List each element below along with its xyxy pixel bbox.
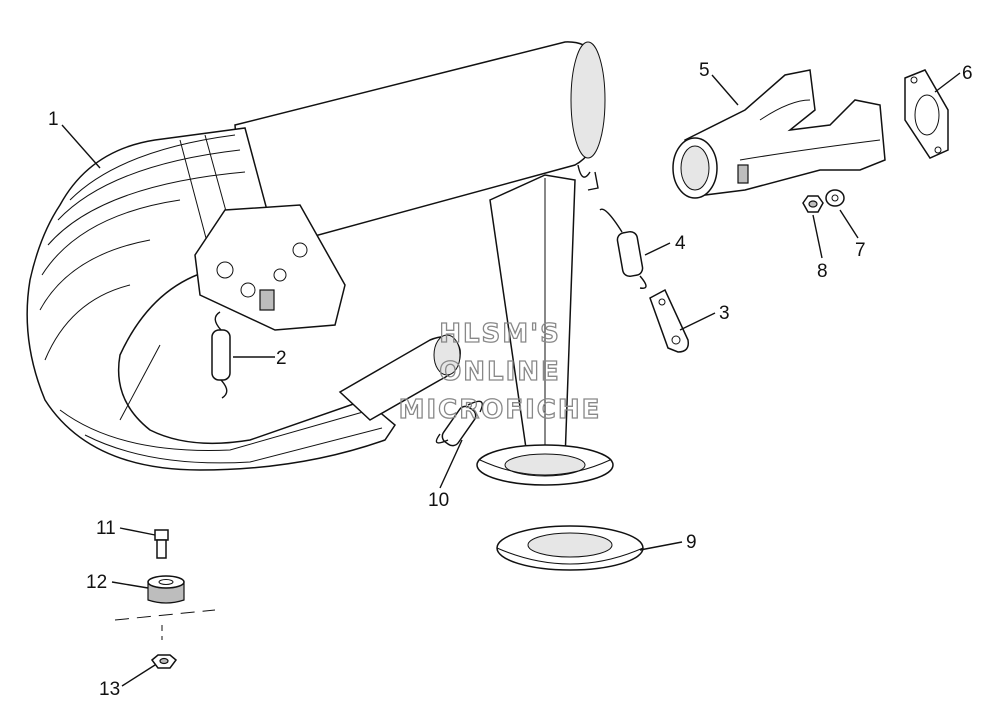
part-2-spring bbox=[211, 311, 231, 399]
leader-lines bbox=[61, 72, 961, 687]
part-12-spacer bbox=[147, 575, 185, 604]
callout-8: 8 bbox=[817, 261, 828, 282]
part-9-grommet bbox=[496, 525, 644, 571]
callout-6: 6 bbox=[962, 63, 973, 84]
part-13-nut bbox=[150, 654, 178, 669]
callout-2: 2 bbox=[276, 348, 287, 369]
callout-12: 12 bbox=[86, 572, 107, 593]
callout-1: 1 bbox=[48, 109, 59, 130]
callout-3: 3 bbox=[719, 303, 730, 324]
callout-11: 11 bbox=[96, 518, 116, 539]
watermark-line-3: MICROFICHE bbox=[399, 395, 602, 425]
watermark-line-1: HLSM'S bbox=[439, 319, 561, 349]
part-8-nut bbox=[802, 195, 824, 213]
part-11-bolt bbox=[154, 529, 169, 559]
callout-9: 9 bbox=[686, 532, 697, 553]
callout-7: 7 bbox=[855, 240, 866, 261]
part-5-y-pipe bbox=[672, 69, 886, 199]
tailpipe-downtube bbox=[476, 164, 614, 486]
part-3-clamp-tab bbox=[649, 288, 690, 353]
part-1-muffler-assembly bbox=[26, 41, 606, 471]
mounting-reference-line bbox=[114, 609, 216, 640]
part-7-washer bbox=[825, 189, 845, 207]
callout-5: 5 bbox=[699, 60, 710, 81]
part-6-gasket bbox=[904, 69, 949, 159]
watermark-line-2: ONLINE bbox=[439, 357, 561, 387]
callout-13: 13 bbox=[99, 679, 120, 700]
part-10-spring bbox=[435, 400, 483, 447]
callout-labels: 1 2 3 4 5 6 7 8 9 10 11 12 13 bbox=[48, 60, 973, 700]
part-4-spring bbox=[599, 208, 647, 289]
watermark: HLSM'S ONLINE MICROFICHE bbox=[398, 318, 602, 425]
callout-4: 4 bbox=[675, 233, 686, 254]
callout-10: 10 bbox=[428, 490, 449, 511]
